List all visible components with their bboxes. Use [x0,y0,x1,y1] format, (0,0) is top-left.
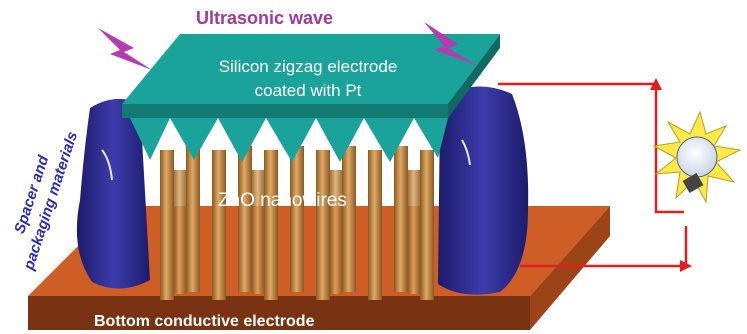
top-electrode-label-line2: coated with Pt [255,81,362,100]
nanowires-label: ZnO nanowires [218,190,347,211]
top-electrode [122,34,500,162]
arrow-icon [650,78,692,272]
light-bulb-icon [652,110,742,204]
top-electrode-label-line1: Silicon zigzag electrode [219,57,398,76]
bottom-electrode-label: Bottom conductive electrode [94,313,315,330]
spacer-left [76,98,150,289]
ultrasonic-wave-label: Ultrasonic wave [196,8,333,28]
spacer-right [438,86,529,295]
lightning-bolt-icon [98,22,478,70]
zno-nanowires [160,146,434,300]
